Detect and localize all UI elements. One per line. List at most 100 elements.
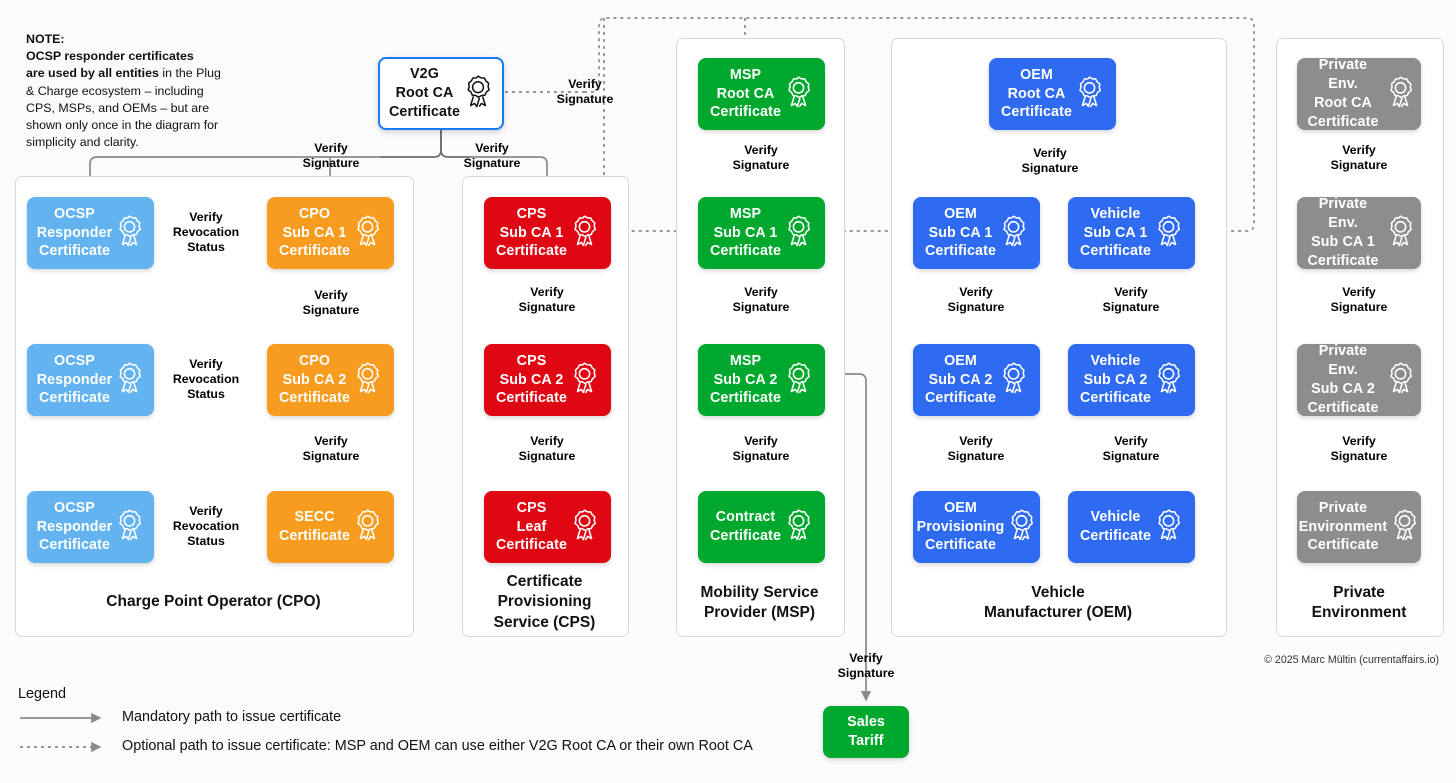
cert-box-cps-sub-ca-2[interactable]: CPS Sub CA 2 Certificate bbox=[484, 344, 611, 416]
note-heading: NOTE: bbox=[26, 32, 65, 46]
edge-label-verify-signature: Verify Signature bbox=[1330, 143, 1388, 172]
cert-box-oem-root-ca[interactable]: OEM Root CA Certificate bbox=[989, 58, 1116, 130]
certificate-rosette-icon bbox=[463, 74, 493, 113]
cert-box-sales-tariff[interactable]: Sales Tariff bbox=[823, 706, 909, 758]
cert-box-msp-sub-ca-1[interactable]: MSP Sub CA 1 Certificate bbox=[698, 197, 825, 269]
cert-label: Private Env. Sub CA 1 Certificate bbox=[1307, 196, 1379, 269]
certificate-rosette-icon bbox=[784, 508, 813, 546]
note-bold-1: OCSP responder certificates bbox=[26, 49, 194, 64]
edge-label-verify-signature: Verify Signature bbox=[302, 434, 360, 463]
copyright-text: © 2025 Marc Mültin (currentaffairs.io) bbox=[1264, 654, 1439, 666]
legend-label: Optional path to issue certificate: MSP … bbox=[122, 738, 753, 754]
edge-label-verify-signature: Verify Signature bbox=[302, 288, 360, 317]
panel-title-msp: Mobility Service Provider (MSP) bbox=[700, 584, 819, 622]
cert-label: Vehicle Certificate bbox=[1079, 509, 1152, 544]
cert-box-oem-sub-ca-1[interactable]: OEM Sub CA 1 Certificate bbox=[913, 197, 1040, 269]
cert-label: MSP Sub CA 2 Certificate bbox=[709, 352, 782, 407]
edge-label-verify-signature: Verify Signature bbox=[732, 285, 790, 314]
cert-box-cpo-sub-ca-2[interactable]: CPO Sub CA 2 Certificate bbox=[267, 344, 394, 416]
cert-box-cps-sub-ca-1[interactable]: CPS Sub CA 1 Certificate bbox=[484, 197, 611, 269]
certificate-rosette-icon bbox=[784, 75, 813, 113]
cert-box-vehicle-certificate[interactable]: Vehicle Certificate bbox=[1068, 491, 1195, 563]
cert-label: CPS Leaf Certificate bbox=[495, 499, 568, 554]
certificate-rosette-icon bbox=[1154, 508, 1183, 546]
cert-label: Private Env. Root CA Certificate bbox=[1307, 57, 1379, 130]
cert-label: V2G Root CA Certificate bbox=[388, 66, 461, 120]
cert-box-cps-leaf[interactable]: CPS Leaf Certificate bbox=[484, 491, 611, 563]
cert-label: OEM Provisioning Certificate bbox=[916, 499, 1005, 554]
certificate-rosette-icon bbox=[115, 214, 144, 252]
legend-row-optional: Optional path to issue certificate: MSP … bbox=[110, 738, 753, 754]
cert-box-private-env-root-ca[interactable]: Private Env. Root CA Certificate bbox=[1297, 57, 1421, 130]
cert-label: Sales Tariff bbox=[847, 714, 885, 749]
edge-label-verify-revocation-status: Verify Revocation Status bbox=[172, 504, 240, 548]
edge-label-verify-signature: Verify Signature bbox=[463, 141, 521, 170]
certificate-rosette-icon bbox=[1390, 508, 1419, 546]
edge-label-verify-signature: Verify Signature bbox=[518, 434, 576, 463]
cert-box-v2g-root-ca[interactable]: V2G Root CA Certificate bbox=[378, 57, 504, 130]
cert-box-ocsp-responder-3[interactable]: OCSP Responder Certificate bbox=[27, 491, 154, 563]
edge-label-verify-signature: Verify Signature bbox=[518, 285, 576, 314]
panel-title-cps: Certificate Provisioning Service (CPS) bbox=[493, 573, 596, 631]
certificate-rosette-icon bbox=[1386, 214, 1415, 252]
cert-label: CPO Sub CA 1 Certificate bbox=[278, 205, 351, 260]
legend-row-mandatory: Mandatory path to issue certificate bbox=[110, 709, 341, 725]
note-block: NOTE: OCSP responder certificates are us… bbox=[26, 31, 222, 152]
legend-label: Mandatory path to issue certificate bbox=[122, 709, 342, 725]
panel-title-cpo: Charge Point Operator (CPO) bbox=[106, 593, 321, 610]
cert-box-private-env-sub-ca-1[interactable]: Private Env. Sub CA 1 Certificate bbox=[1297, 196, 1421, 269]
cert-label: OEM Sub CA 1 Certificate bbox=[924, 205, 997, 260]
cert-box-msp-root-ca[interactable]: MSP Root CA Certificate bbox=[698, 58, 825, 130]
certificate-rosette-icon bbox=[115, 508, 144, 546]
certificate-rosette-icon bbox=[570, 361, 599, 399]
cert-label: OCSP Responder Certificate bbox=[36, 205, 113, 260]
cert-box-ocsp-responder-2[interactable]: OCSP Responder Certificate bbox=[27, 344, 154, 416]
cert-label: SECC Certificate bbox=[278, 509, 351, 544]
certificate-rosette-icon bbox=[353, 214, 382, 252]
edge-label-verify-signature: Verify Signature bbox=[556, 77, 614, 106]
certificate-rosette-icon bbox=[1154, 214, 1183, 252]
panel-title-oem: Vehicle Manufacturer (OEM) bbox=[983, 584, 1133, 622]
certificate-rosette-icon bbox=[1386, 361, 1415, 399]
edge-label-verify-signature: Verify Signature bbox=[947, 434, 1005, 463]
edge-label-verify-signature: Verify Signature bbox=[947, 285, 1005, 314]
cert-box-ocsp-responder-1[interactable]: OCSP Responder Certificate bbox=[27, 197, 154, 269]
cert-box-private-env-sub-ca-2[interactable]: Private Env. Sub CA 2 Certificate bbox=[1297, 343, 1421, 416]
certificate-rosette-icon bbox=[570, 214, 599, 252]
certificate-rosette-icon bbox=[353, 508, 382, 546]
edge-label-verify-revocation-status: Verify Revocation Status bbox=[172, 210, 240, 254]
cert-box-secc[interactable]: SECC Certificate bbox=[267, 491, 394, 563]
certificate-rosette-icon bbox=[1075, 75, 1104, 113]
cert-box-contract[interactable]: Contract Certificate bbox=[698, 491, 825, 563]
cert-label: OEM Sub CA 2 Certificate bbox=[924, 352, 997, 407]
edge-label-verify-revocation-status: Verify Revocation Status bbox=[172, 357, 240, 401]
edge-label-verify-signature: Verify Signature bbox=[302, 141, 360, 170]
cert-box-vehicle-sub-ca-2[interactable]: Vehicle Sub CA 2 Certificate bbox=[1068, 344, 1195, 416]
cert-box-private-environment-certificate[interactable]: Private Environment Certificate bbox=[1297, 491, 1421, 563]
cert-box-oem-sub-ca-2[interactable]: OEM Sub CA 2 Certificate bbox=[913, 344, 1040, 416]
certificate-rosette-icon bbox=[999, 214, 1028, 252]
edge-label-verify-signature: Verify Signature bbox=[1102, 434, 1160, 463]
certificate-rosette-icon bbox=[1154, 361, 1183, 399]
cert-label: Private Environment Certificate bbox=[1298, 499, 1388, 554]
cert-box-cpo-sub-ca-1[interactable]: CPO Sub CA 1 Certificate bbox=[267, 197, 394, 269]
certificate-rosette-icon bbox=[115, 361, 144, 399]
cert-label: CPO Sub CA 2 Certificate bbox=[278, 352, 351, 407]
cert-box-vehicle-sub-ca-1[interactable]: Vehicle Sub CA 1 Certificate bbox=[1068, 197, 1195, 269]
cert-label: MSP Root CA Certificate bbox=[709, 66, 782, 121]
cert-label: CPS Sub CA 1 Certificate bbox=[495, 205, 568, 260]
certificate-rosette-icon bbox=[1386, 75, 1415, 113]
cert-label: Contract Certificate bbox=[709, 509, 782, 544]
edge-label-verify-signature: Verify Signature bbox=[732, 434, 790, 463]
cert-box-oem-provisioning[interactable]: OEM Provisioning Certificate bbox=[913, 491, 1040, 563]
legend: Legend bbox=[18, 686, 66, 702]
edge-label-verify-signature: Verify Signature bbox=[1021, 146, 1079, 175]
edge-label-verify-signature: Verify Signature bbox=[1330, 434, 1388, 463]
certificate-rosette-icon bbox=[353, 361, 382, 399]
edge-label-verify-signature: Verify Signature bbox=[1330, 285, 1388, 314]
certificate-rosette-icon bbox=[1007, 508, 1036, 546]
panel-title-private: Private Environment bbox=[1311, 584, 1407, 622]
cert-box-msp-sub-ca-2[interactable]: MSP Sub CA 2 Certificate bbox=[698, 344, 825, 416]
certificate-rosette-icon bbox=[570, 508, 599, 546]
